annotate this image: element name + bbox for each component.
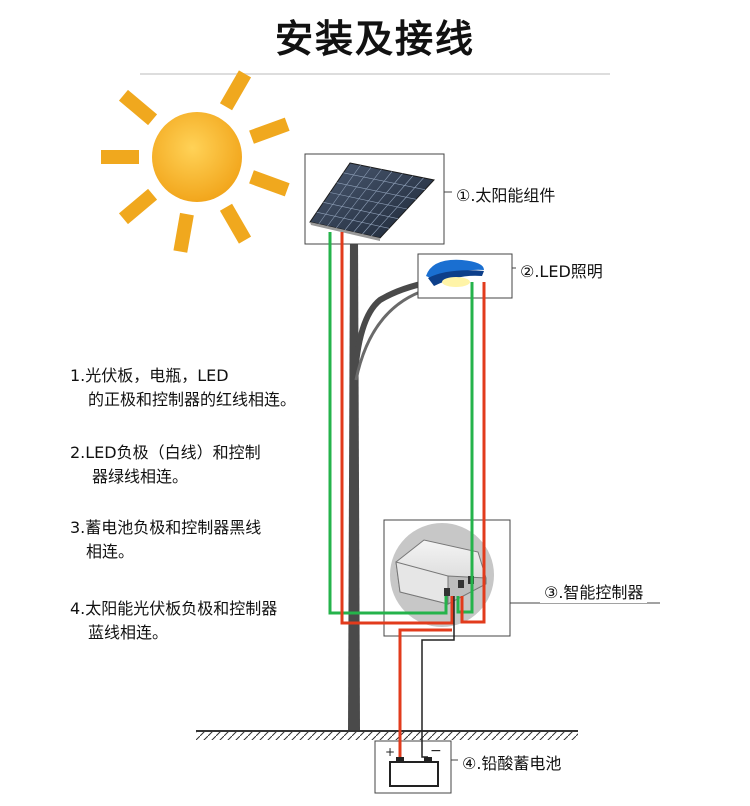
note-4: 4.太阳能光伏板负极和控制器 蓝线相连。 [70,597,277,645]
note-1-line-1: 1.光伏板，电瓶，LED [70,366,229,385]
sun-ray [118,89,158,126]
panel-cell-line [336,182,417,200]
label-solar-module: ①.太阳能组件 [452,182,560,206]
note-2-line-2: 器绿线相连。 [92,467,189,486]
page-title: 安装及接线 [274,17,475,61]
street-light-pole [348,234,431,730]
sun-ray [249,170,290,197]
note-2: 2.LED负极（白线）和控制 器绿线相连。 [70,441,261,489]
note-3-line-1: 3.蓄电池负极和控制器黑线 [70,518,262,537]
controller-icon [390,523,494,627]
note-1-line-2: 的正极和控制器的红线相连。 [88,390,297,409]
sun-ray [118,188,158,225]
sun-icon [101,70,290,253]
solar-panel-icon [309,162,435,241]
wire-black-battery [421,596,455,758]
ground-line [196,730,578,740]
sun-ray [219,203,252,244]
wire-red-led [460,282,486,624]
label-controller: ③.智能控制器 [540,579,648,603]
battery-negative-terminal: − [430,743,442,759]
battery-positive-terminal: + [385,745,395,759]
panel-cell-line [329,192,408,210]
wire-red-solar [340,232,454,625]
wire-green-led [456,282,474,614]
panel-cell-line [323,202,399,219]
note-3: 3.蓄电池负极和控制器黑线 相连。 [70,516,261,564]
note-4-line-2: 蓝线相连。 [88,623,169,642]
led-lamp-icon [426,259,484,287]
note-2-line-1: 2.LED负极（白线）和控制 [70,443,261,462]
battery-icon: + − [385,743,442,787]
sun-ray [249,117,290,144]
label-battery: ④.铅酸蓄电池 [458,750,566,774]
note-3-line-2: 相连。 [86,542,135,561]
wire-green-solar [328,232,448,615]
sun-ray [101,150,139,164]
panel-cell-line [343,172,426,190]
note-4-line-1: 4.太阳能光伏板负极和控制器 [70,599,278,618]
sun-ray [173,212,194,253]
sun-ray [219,70,252,111]
wire-red-battery [398,628,452,757]
note-1: 1.光伏板，电瓶，LED 的正极和控制器的红线相连。 [70,364,296,412]
panel-cell-line [316,211,390,229]
label-led-light: ②.LED照明 [516,258,607,282]
